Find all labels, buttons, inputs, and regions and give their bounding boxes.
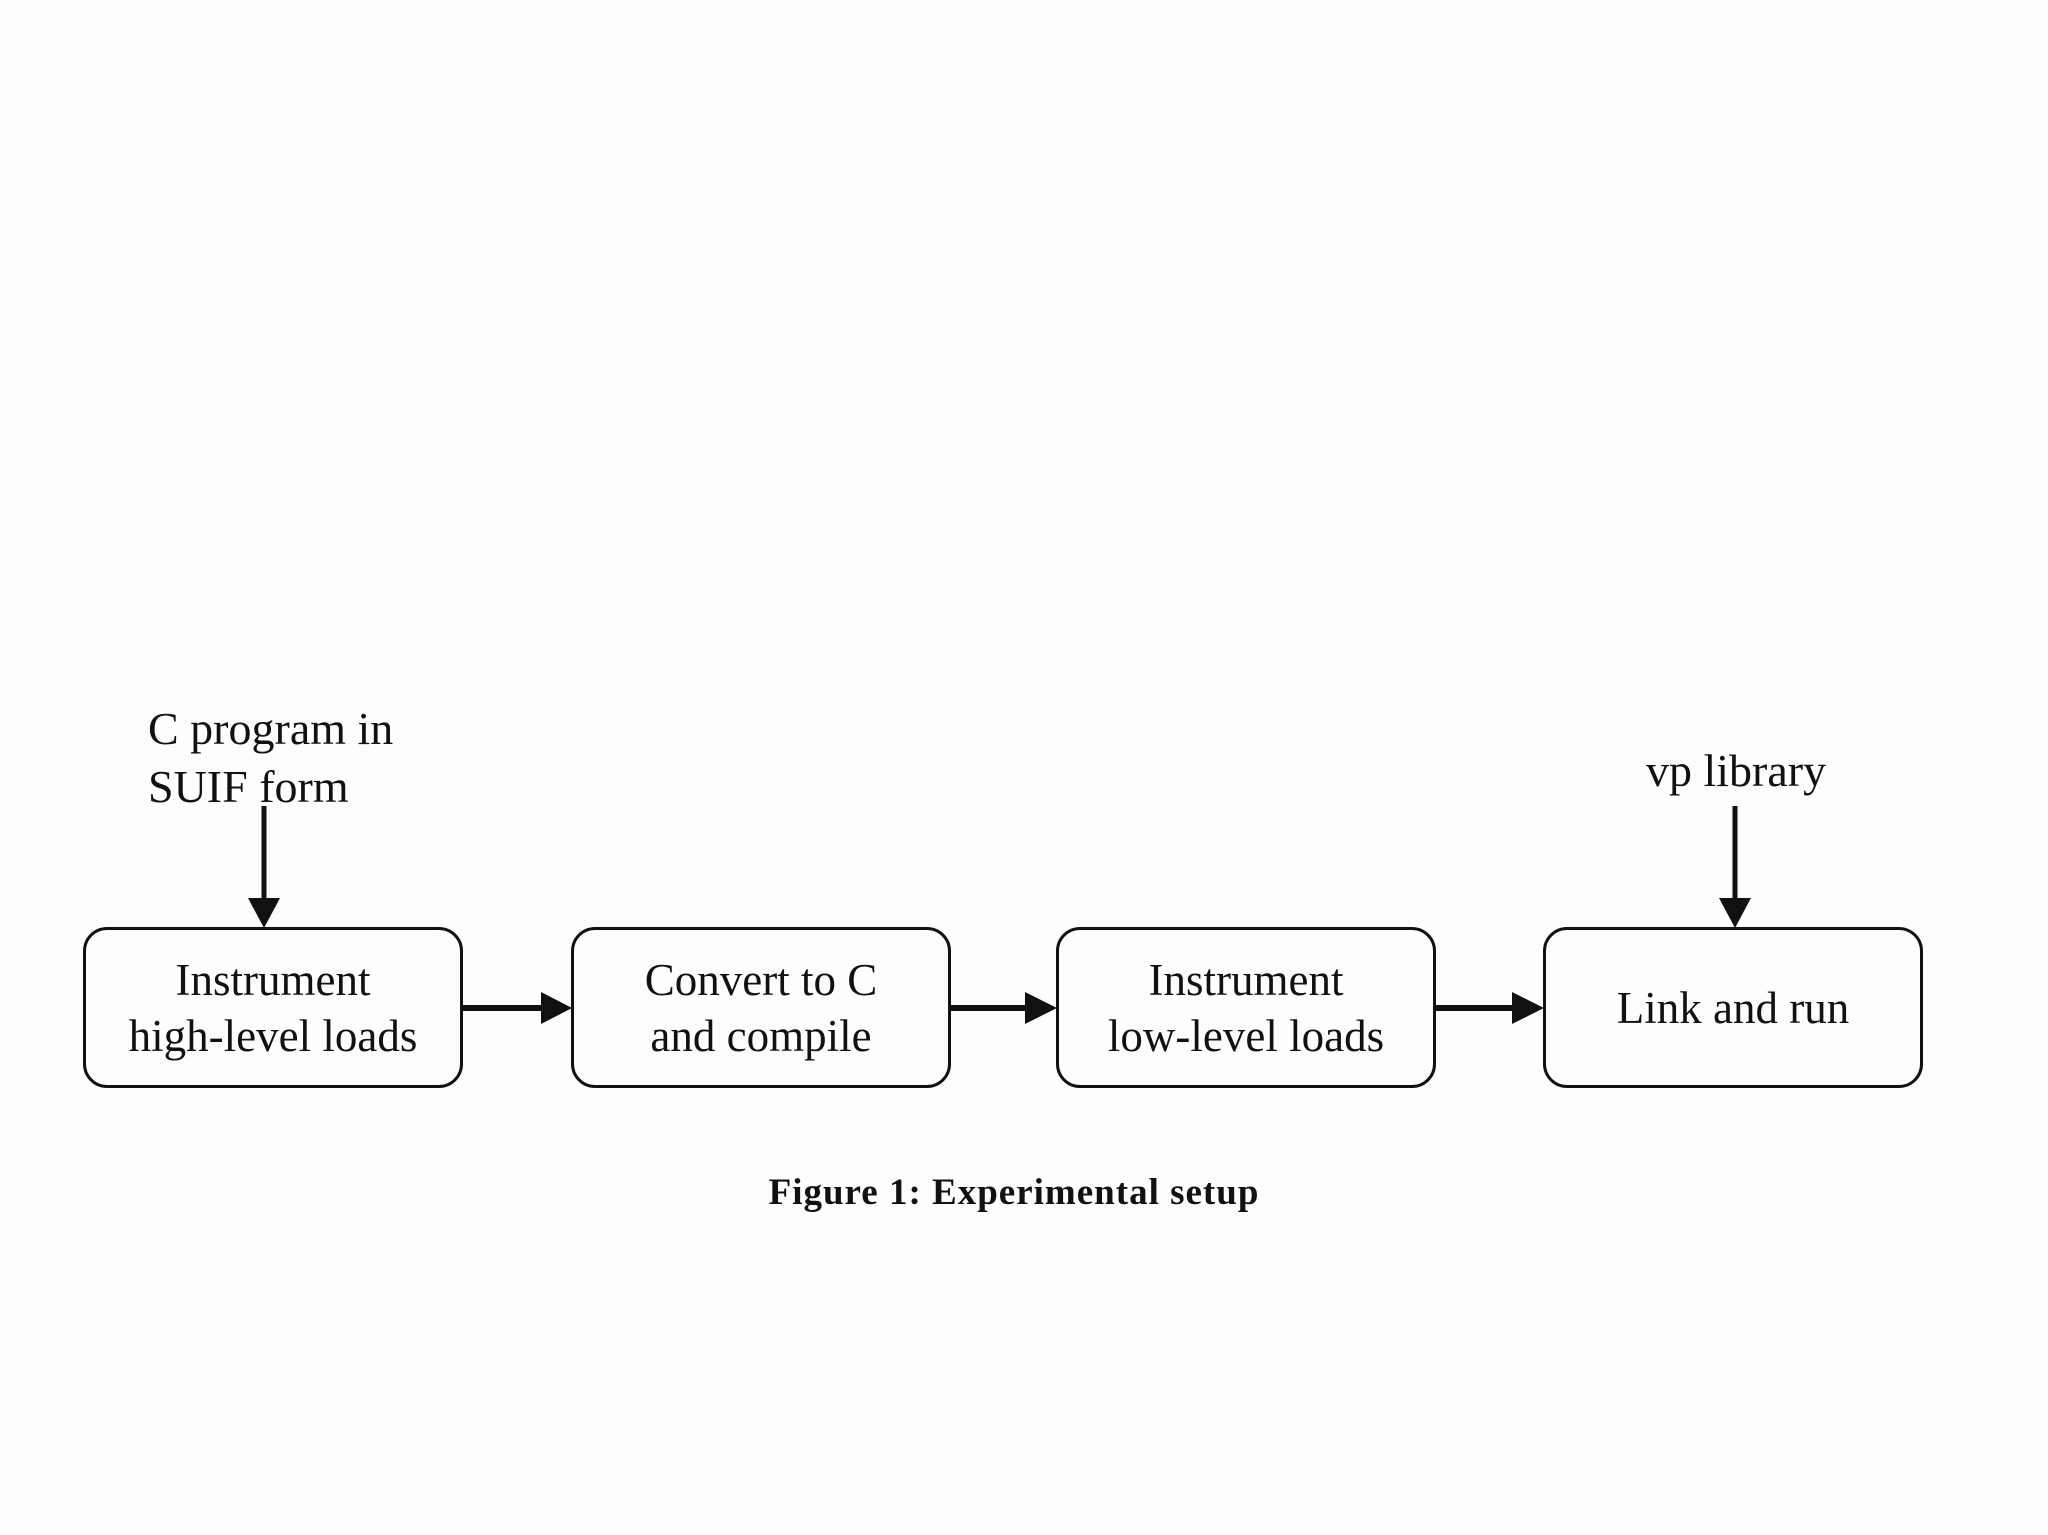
step-label-line: and compile — [650, 1010, 872, 1061]
arrow-step3-to-step4 — [1436, 992, 1544, 1024]
arrow-c-program-to-instrument-high — [248, 806, 280, 928]
input-label-line: C program in — [148, 703, 394, 754]
step-label-line: Instrument — [175, 954, 371, 1005]
step-label-line: Convert to C — [644, 954, 878, 1005]
step-box-instrument-low-level-loads: Instrument low-level loads — [1056, 927, 1436, 1088]
arrow-step1-to-step2 — [463, 992, 572, 1024]
step-box-convert-and-compile: Convert to C and compile — [571, 927, 951, 1088]
figure-caption: Figure 1: Experimental setup — [768, 1172, 1260, 1213]
input-label-c-program: C program in SUIF form — [148, 700, 393, 816]
input-label-vp-library: vp library — [1646, 742, 1826, 800]
step-box-instrument-high-level-loads: Instrument high-level loads — [83, 927, 463, 1088]
step-box-link-and-run: Link and run — [1543, 927, 1923, 1088]
input-label-line: SUIF form — [148, 761, 349, 812]
step-label-line: Instrument — [1148, 954, 1344, 1005]
arrow-vp-library-to-link-and-run — [1719, 806, 1751, 928]
step-label-line: low-level loads — [1107, 1010, 1385, 1061]
arrow-step2-to-step3 — [951, 992, 1057, 1024]
step-label-line: Link and run — [1616, 982, 1850, 1033]
input-label-line: vp library — [1646, 745, 1827, 796]
step-label-line: high-level loads — [128, 1010, 418, 1061]
